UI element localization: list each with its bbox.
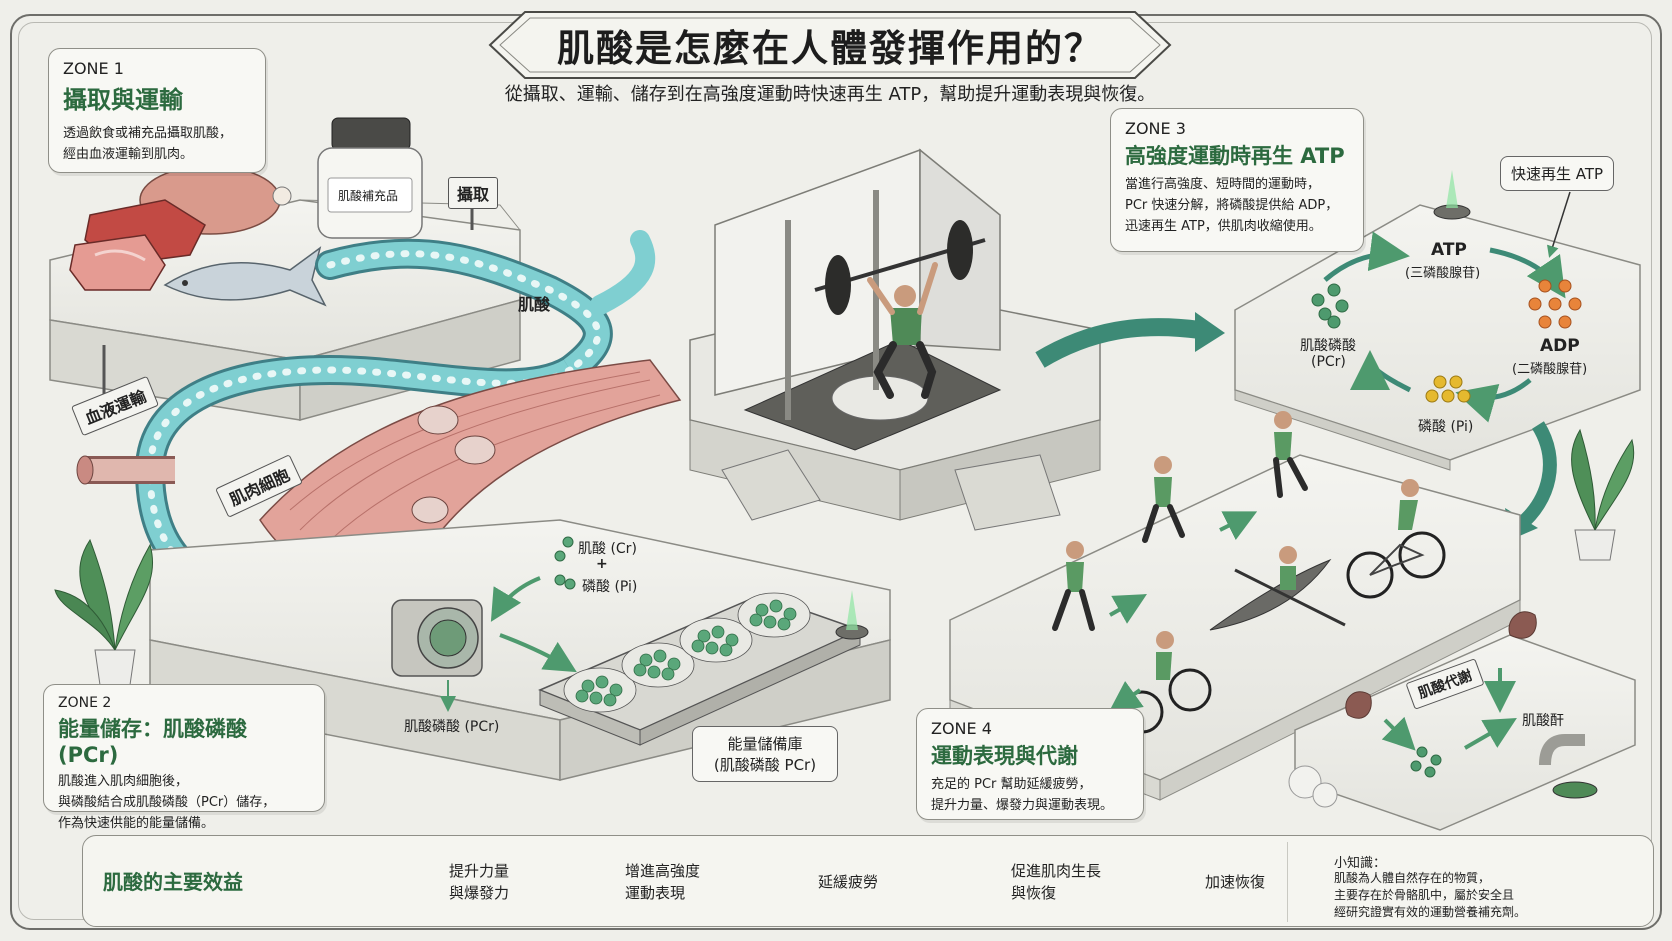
zone1-label: ZONE 1 [63,59,124,78]
pi-cycle-label: 磷酸 (Pi) [1418,419,1474,435]
atp-cycle-arrows [1323,231,1566,423]
pi-molecules [1425,375,1471,403]
supplement-jar [317,117,423,239]
jar-label: 肌酸補充品 [338,189,399,203]
meat-illustration [69,165,292,291]
zone2-arrows [490,576,577,673]
zone3-card: ZONE 3 高強度運動時再生 ATP 當進行高強度、短時間的運動時， PCr … [1110,108,1364,252]
energy-storage-tray [538,592,863,746]
fast-atp-callout: 快速再生 ATP [1500,156,1615,191]
zone4-motion-arrows [1108,511,1258,713]
storage-label: 能量儲備庫 (肌酸磷酸 PCr) [692,726,838,782]
runner-2 [1142,456,1185,543]
arrow-to-cycle [1035,312,1225,368]
fish-illustration [163,246,327,307]
phosphate-pi-label: 磷酸 (Pi) [582,579,638,595]
intake-sign: 攝取 [448,177,499,209]
benefit-recovery-label: 加速恢復 [1205,873,1266,891]
metabolism-platform [1288,611,1636,831]
page-subtitle: 從攝取、運輸、儲存到在高強度運動時快速再生 ATP，幫助提升運動表現與恢復。 [504,84,1156,105]
zone3-desc: 當進行高強度、短時間的運動時， PCr 快速分解，將磷酸提供給 ADP， 迅速再… [1125,177,1339,234]
adp-sublabel: (二磷酸腺苷) [1512,362,1588,377]
benefit-performance-label: 增進高強度 運動表現 [625,862,701,902]
title-banner [488,11,1172,79]
benefit-performance: 增進高強度 運動表現 [553,850,700,914]
tip-title: 小知識： [1334,856,1387,871]
atp-label: ATP [1431,240,1467,260]
molecules-cr-pi [554,536,576,590]
plant-right [1571,428,1635,561]
zone3-gym-building [689,148,1101,531]
zone4-label: ZONE 4 [931,719,992,738]
callout-pointer [1547,191,1571,258]
kayaker [1209,546,1346,631]
creatinine-label: 肌酸酐 [1522,713,1564,729]
tip-body: 肌酸為人體自然存在的物質， 主要存在於骨骼肌中，屬於安全且 經研究證實有效的運動… [1334,871,1527,919]
runner-1 [1052,541,1095,631]
adp-molecules [1528,279,1582,329]
zone4-card: ZONE 4 運動表現與代謝 充足的 PCr 幫助延緩疲勞， 提升力量、爆發力與… [916,708,1144,820]
runner-3 [1273,411,1308,498]
cyclist-1 [1346,479,1446,599]
plus-sign: + [596,556,608,572]
muscle-illustration [259,359,682,582]
page-title: 肌酸是怎麼在人體發揮作用的？ [557,27,1103,70]
pcr-molecules [1311,283,1349,329]
benefit-fatigue: 延緩疲勞 [746,850,878,914]
zone3-label: ZONE 3 [1125,119,1186,138]
atp-sublabel: (三磷酸腺苷) [1405,266,1481,281]
zone2-label: ZONE 2 [58,695,112,711]
adp-label: ADP [1540,336,1580,356]
creatine-tube-label: 肌酸 [518,295,551,314]
pcr-label: 肌酸磷酸 (PCr) [404,719,500,735]
zone3-title: 高強度運動時再生 ATP [1125,144,1345,168]
benefit-fatigue-label: 延緩疲勞 [818,873,879,891]
benefits-bar: 肌酸的主要效益 提升力量 與爆發力 增進高強度 運動表現 延緩疲勞 促進肌肉生長… [82,835,1654,927]
pcr-cycle-sublabel: (PCr) [1311,354,1346,370]
benefit-recovery: 加速恢復 [1133,850,1265,914]
weightlifter-figure [814,220,986,399]
zone1-card: ZONE 1 攝取與運輸 透過飲食或補充品攝取肌酸， 經由血液運輸到肌肉。 [48,48,266,173]
benefit-strength: 提升力量 與爆發力 [377,850,509,914]
pcr-cycle-label: 肌酸磷酸 [1300,338,1356,354]
title-box: 肌酸是怎麼在人體發揮作用的？ [510,8,1150,82]
tip-section: 小知識： 肌酸為人體自然存在的物質， 主要存在於骨骼肌中，屬於安全且 經研究證實… [1287,842,1638,922]
benefit-strength-label: 提升力量 與爆發力 [449,862,510,902]
zone2-beacon [835,590,869,640]
plant-left [54,538,154,686]
zone2-desc: 肌酸進入肌肉細胞後， 與磷酸結合成肌酸磷酸（PCr）儲存， 作為快速供能的能量儲… [58,774,276,831]
artery-tube [76,455,175,485]
benefit-growth: 促進肌肉生長 與恢復 [939,850,1101,914]
zone4-desc: 充足的 PCr 幫助延緩疲勞， 提升力量、爆發力與運動表現。 [931,777,1114,813]
benefits-title: 肌酸的主要效益 [103,870,243,894]
zone1-desc: 透過飲食或補充品攝取肌酸， 經由血液運輸到肌肉。 [63,126,233,162]
zone1-title: 攝取與運輸 [63,86,183,114]
zone2-card: ZONE 2 能量儲存：肌酸磷酸 (PCr) 肌酸進入肌肉細胞後， 與磷酸結合成… [43,684,325,831]
creatine-cr-label: 肌酸 (Cr) [578,541,637,557]
benefit-growth-label: 促進肌肉生長 與恢復 [1011,862,1102,902]
zone4-title: 運動表現與代謝 [931,744,1078,768]
zone2-title: 能量儲存：肌酸磷酸 (PCr) [58,717,247,767]
muscle-cell-device [391,599,483,712]
